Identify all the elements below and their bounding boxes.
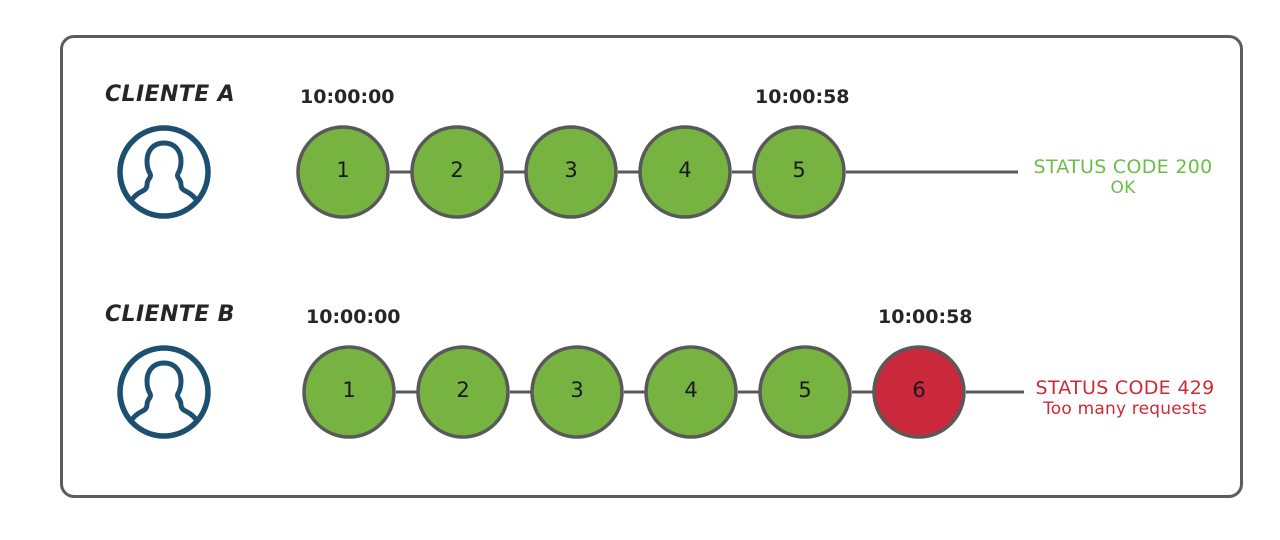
- timestamp-start-a: 10:00:00: [300, 86, 395, 108]
- status-badge-b: STATUS CODE 429 Too many requests: [1025, 377, 1225, 419]
- timestamp-end-b: 10:00:58: [878, 306, 973, 328]
- status-code-text: STATUS CODE 429: [1035, 377, 1215, 399]
- client-a-label: CLIENTE A: [105, 82, 236, 107]
- timestamp-start-b: 10:00:00: [306, 306, 401, 328]
- status-code-text: STATUS CODE 200: [1033, 156, 1213, 178]
- user-avatar-icon: [114, 342, 214, 442]
- client-b-label: CLIENTE B: [105, 302, 235, 327]
- request-chain-a: 1 2 3 4 5: [296, 118, 1026, 226]
- status-message-text: Too many requests: [1043, 399, 1207, 419]
- client-row-a: CLIENTE A 10:00:00 10:00:58: [0, 70, 1280, 270]
- request-chain-b: 1 2 3 4 5 6: [302, 338, 1032, 446]
- client-row-b: CLIENTE B 10:00:00 10:00:58: [0, 290, 1280, 490]
- diagram-frame: [60, 35, 1243, 498]
- timestamp-end-a: 10:00:58: [755, 86, 850, 108]
- status-message-text: OK: [1110, 178, 1136, 198]
- user-avatar-icon: [114, 122, 214, 222]
- status-badge-a: STATUS CODE 200 OK: [1023, 156, 1223, 198]
